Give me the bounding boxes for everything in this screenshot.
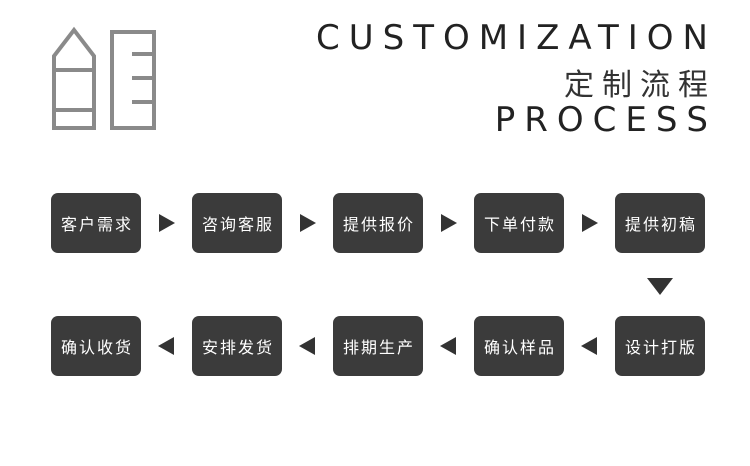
title-chinese: 定制流程	[564, 68, 716, 103]
step-label: 设计打版	[624, 338, 697, 357]
step-confirm-receipt: 确认收货	[51, 316, 141, 376]
arrow-down-icon	[647, 278, 673, 295]
step-label: 提供报价	[342, 215, 415, 234]
step-label: 咨询客服	[201, 215, 274, 234]
arrow-right-icon	[159, 214, 175, 232]
step-arrange-shipping: 安排发货	[192, 316, 282, 376]
step-quotation: 提供报价	[333, 193, 423, 253]
arrow-left-icon	[440, 337, 456, 355]
step-confirm-sample: 确认样品	[474, 316, 564, 376]
step-design-proofing: 设计打版	[615, 316, 705, 376]
arrow-right-icon	[441, 214, 457, 232]
step-label: 确认样品	[483, 338, 556, 357]
step-customer-needs: 客户需求	[51, 193, 141, 253]
step-schedule-production: 排期生产	[333, 316, 423, 376]
title-english-top: CUSTOMIZATION	[315, 18, 717, 58]
arrow-left-icon	[299, 337, 315, 355]
arrow-left-icon	[581, 337, 597, 355]
pencil-shape	[52, 26, 96, 130]
title-english-bottom: PROCESS	[494, 100, 717, 140]
step-first-draft: 提供初稿	[615, 193, 705, 253]
step-label: 确认收货	[60, 338, 133, 357]
step-label: 客户需求	[60, 215, 133, 234]
step-label: 安排发货	[201, 338, 274, 357]
arrow-left-icon	[158, 337, 174, 355]
step-label: 下单付款	[483, 215, 556, 234]
arrow-right-icon	[582, 214, 598, 232]
step-order-payment: 下单付款	[474, 193, 564, 253]
step-consult-service: 咨询客服	[192, 193, 282, 253]
arrow-right-icon	[300, 214, 316, 232]
pencil-ruler-icon	[52, 26, 156, 130]
step-label: 排期生产	[342, 338, 415, 357]
step-label: 提供初稿	[624, 215, 697, 234]
